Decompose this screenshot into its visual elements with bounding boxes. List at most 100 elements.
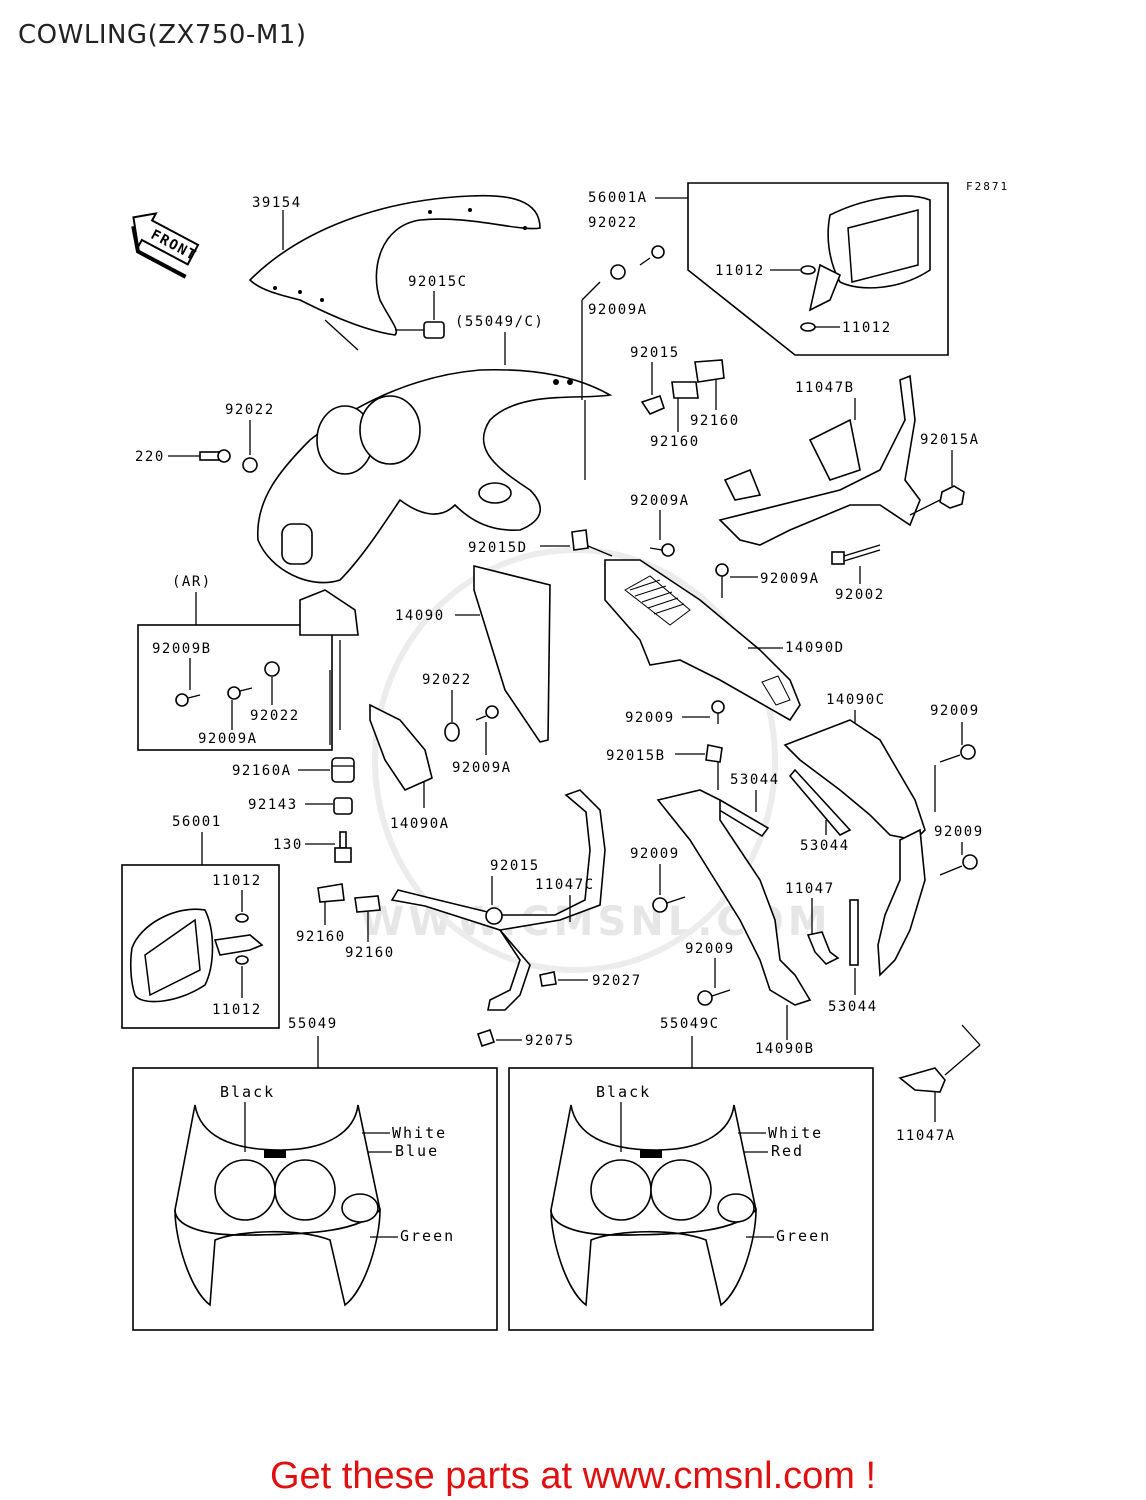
stay-11047C-part — [390, 789, 606, 1011]
windshield-part — [248, 194, 541, 336]
stay-11047B-part — [718, 374, 921, 546]
clip-92015B-part — [705, 744, 723, 763]
callout-56001: 56001 — [172, 814, 222, 830]
callout-92009A-center: 92009A — [452, 760, 512, 776]
ar-box — [137, 624, 333, 751]
screw-92009B-part — [175, 693, 201, 707]
grommet-92015-low-part — [485, 907, 503, 925]
footer-shop-link[interactable]: Get these parts at www.cmsnl.com ! — [269, 1455, 877, 1497]
mirror-box-56001 — [121, 864, 280, 1029]
callout-130: 130 — [273, 837, 303, 853]
figure-code: F2871 — [966, 180, 1009, 193]
callout-92015D: 92015D — [468, 540, 528, 556]
callout-53044-c: 53044 — [828, 999, 878, 1015]
callout-14090: 14090 — [395, 608, 445, 624]
callout-92009-low: 92009 — [630, 846, 680, 862]
callout-92022-center: 92022 — [422, 672, 472, 688]
callout-92015C: 92015C — [408, 274, 468, 290]
color-55049-1: Black — [220, 1083, 275, 1101]
screw-92009A-mid-part — [649, 543, 675, 557]
bolt-92002-part — [831, 544, 881, 565]
upper-cowl-part — [257, 368, 613, 584]
bracket-92160-b — [671, 381, 699, 399]
callout-92009-center: 92009 — [625, 710, 675, 726]
washer-center-part — [444, 722, 460, 742]
callout-11012-a: 11012 — [715, 263, 765, 279]
cowl-mount-part — [299, 589, 359, 636]
nut-part — [640, 394, 665, 415]
screw-92009-r1-part — [939, 744, 976, 763]
callout-11012-c: 11012 — [212, 873, 262, 889]
callout-55049C: 55049C — [660, 1016, 720, 1032]
callout-92015B: 92015B — [606, 748, 666, 764]
color-55049C-4: Green — [776, 1227, 831, 1245]
screw-92009A-center-part — [475, 705, 499, 721]
grommet-part — [423, 321, 445, 339]
callout-92022-top: 92022 — [588, 215, 638, 231]
callout-92160-c: 92160 — [296, 929, 346, 945]
color-55049C-3: Red — [771, 1142, 804, 1160]
callout-39154: 39154 — [252, 195, 302, 211]
callout-92022-ar: 92022 — [250, 708, 300, 724]
callout-56001A: 56001A — [588, 190, 648, 206]
callout-14090C: 14090C — [826, 692, 886, 708]
callout-92009A-right: 92009A — [760, 571, 820, 587]
front-arrow-icon: FRONT — [131, 212, 200, 279]
callout-92160-a: 92160 — [690, 413, 740, 429]
mirror-part — [800, 195, 931, 332]
callout-92160-d: 92160 — [345, 945, 395, 961]
screw-part — [639, 245, 665, 266]
bracket-92160-a — [694, 359, 725, 383]
bracket-92160-d — [354, 895, 381, 913]
callout-11012-d: 11012 — [212, 1002, 262, 1018]
callout-92009A-top: 92009A — [588, 302, 648, 318]
callout-14090B: 14090B — [755, 1041, 815, 1057]
color-panel-55049: Black White Blue Green — [132, 1067, 498, 1331]
damper-92160A-part — [331, 757, 355, 783]
callout-92075: 92075 — [525, 1033, 575, 1049]
callout-92009A-ar: 92009A — [198, 731, 258, 747]
callout-92015-top: 92015 — [630, 345, 680, 361]
callout-92027: 92027 — [592, 973, 642, 989]
collar-92143-part — [333, 797, 353, 815]
panel-14090D-part — [604, 559, 801, 722]
callout-53044-a: 53044 — [730, 772, 780, 788]
screw-92009-low-part — [652, 896, 686, 913]
nut-92015A-part — [939, 485, 965, 509]
stay-11047-part — [806, 931, 840, 965]
callout-92009-b2: 92009 — [685, 941, 735, 957]
panel-14090B-part — [656, 789, 812, 1006]
callout-92009-r2: 92009 — [934, 824, 984, 840]
washer-left-part — [242, 457, 258, 473]
color-55049-3: Blue — [395, 1142, 439, 1160]
washer-ar-part — [264, 661, 280, 677]
callout-92022-left: 92022 — [225, 402, 275, 418]
callout-92009-r1: 92009 — [930, 703, 980, 719]
stay-11047A-part — [898, 1067, 946, 1093]
callout-92160A: 92160A — [232, 763, 292, 779]
callout-11047C: 11047C — [535, 877, 595, 893]
strip-53044-a-part — [788, 768, 852, 836]
strip-53044-c-part — [849, 899, 859, 966]
nut-92027-part — [539, 971, 557, 987]
clip-92015D-part — [571, 529, 589, 551]
color-55049-4: Green — [400, 1227, 455, 1245]
panel-lower-right-part — [877, 828, 926, 977]
mirror-box-56001A — [687, 182, 949, 356]
callout-14090D: 14090D — [785, 640, 845, 656]
color-55049C-1: Black — [596, 1083, 651, 1101]
panel-14090C-part — [783, 719, 926, 841]
color-55049C-2: White — [768, 1124, 823, 1142]
callout-55049-ref: (55049/C) — [455, 314, 544, 330]
screw-92009-r2-part — [939, 854, 978, 876]
nut-92075-part — [476, 1028, 496, 1048]
callout-ar: (AR) — [172, 574, 212, 590]
callout-92009A-mid: 92009A — [630, 493, 690, 509]
callout-92002: 92002 — [835, 587, 885, 603]
callout-11047B: 11047B — [795, 380, 855, 396]
page-title: COWLING(ZX750-M1) — [18, 20, 307, 50]
screw-92009A-right-part — [715, 563, 729, 598]
mirror-left-part — [129, 908, 264, 1003]
callout-11047A: 11047A — [896, 1128, 956, 1144]
